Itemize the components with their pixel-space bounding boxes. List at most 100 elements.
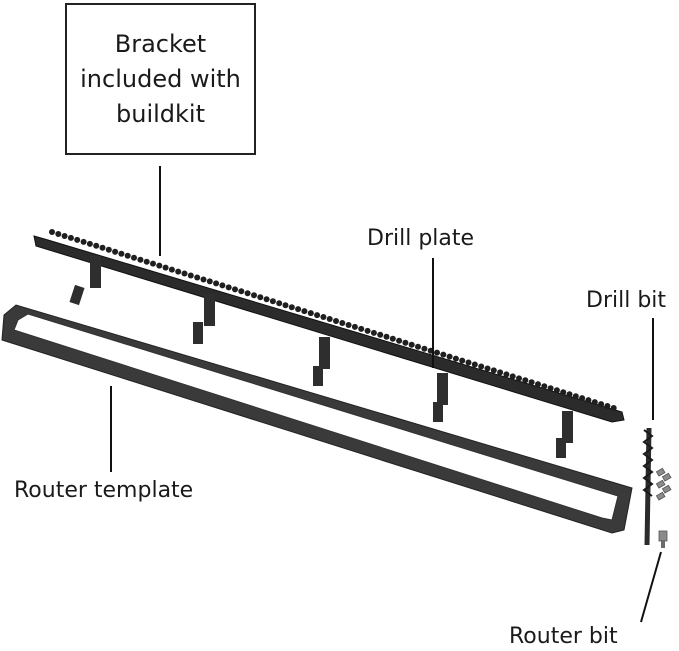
drill-plate-tooth (585, 397, 592, 404)
drill-plate-tooth (509, 373, 516, 380)
drill-plate-tooth (232, 286, 238, 293)
router-bit-part (658, 530, 668, 548)
drill-plate-tooth (307, 310, 314, 317)
drill-plate-tooth (610, 405, 617, 411)
drill-plate-tooth (269, 298, 276, 305)
drill-plate-tooth (314, 312, 321, 319)
drill-plate-tooth (131, 254, 137, 261)
drill-plate-tooth (383, 333, 390, 340)
drill-plate-tooth (219, 282, 226, 289)
drill-plate-tooth (301, 308, 308, 315)
drill-plate-tooth (238, 288, 245, 295)
drill-bit-label: Drill bit (586, 288, 667, 313)
drill-plate-tooth (251, 292, 257, 299)
drill-plate-tooth (168, 266, 175, 273)
drill-plate-tooth (333, 318, 339, 324)
drill-plate-tooth (80, 238, 87, 245)
drill-plate-tooth (547, 385, 554, 392)
drill-plate-part (33, 229, 625, 458)
router-bit-label: Router bit (509, 624, 618, 649)
drill-plate-tooth (162, 264, 169, 271)
drill-plate-tooth (288, 304, 295, 311)
drill-plate-tooth (225, 284, 232, 291)
drill-plate-leg (556, 411, 573, 458)
drill-plate-tooth (503, 371, 510, 378)
drill-plate-tooth (150, 260, 156, 267)
drill-plate-tooth (497, 369, 504, 376)
drill-plate-tooth (345, 322, 352, 328)
drill-plate-tooth (326, 316, 333, 322)
drill-plate-tooth (137, 256, 144, 263)
drill-plate-tooth (295, 306, 302, 313)
drill-plate-tooth (459, 357, 466, 364)
drill-plate-tooth (598, 401, 605, 408)
drill-plate-leg (69, 256, 101, 306)
drill-plate-tooth (156, 262, 163, 269)
drill-plate-tooth (377, 331, 384, 338)
drill-bit-part (642, 427, 672, 546)
drill-plate-tooth (339, 320, 346, 326)
drill-plate-tooth (396, 337, 403, 344)
drill-plate-tooth (572, 393, 579, 400)
drill-plate-tooth (591, 399, 598, 406)
drill-plate-tooth (244, 290, 251, 297)
drill-plate-tooth (490, 367, 497, 374)
drill-plate-tooth (213, 280, 220, 287)
drill-plate-tooth (61, 233, 68, 239)
drill-plate-tooth (528, 379, 535, 386)
drill-plate-tooth (358, 325, 365, 332)
drill-plate-tooth (276, 300, 283, 307)
drill-plate-tooth (67, 234, 74, 241)
drill-plate-tooth (415, 343, 421, 350)
drill-plate-tooth (553, 387, 560, 394)
drill-plate-tooth (560, 389, 567, 396)
drill-plate-tooth (175, 268, 182, 275)
drill-plate-tooth (478, 363, 485, 370)
drill-plate-tooth (263, 296, 270, 303)
drill-plate-tooth (579, 395, 586, 402)
drill-plate-tooth (194, 274, 201, 281)
bracket-callout-text: Bracket included with buildkit (80, 29, 241, 128)
drill-plate-tooth (200, 276, 207, 283)
drill-plate-tooth (93, 242, 100, 249)
drill-plate-leg (433, 373, 448, 422)
drill-plate-tooth (124, 252, 131, 259)
drill-plate-tooth (118, 250, 125, 257)
drill-plate-tooth (402, 339, 409, 346)
router-template-part (1, 304, 633, 534)
drill-plate-tooth (465, 359, 472, 366)
drill-plate-tooth (446, 353, 453, 360)
drill-plate-tooth (370, 329, 377, 336)
bracket-callout: Bracket included with buildkit (65, 3, 256, 155)
drill-plate-tooth (522, 377, 529, 384)
drill-plate-tooth (282, 302, 289, 309)
drill-plate-tooth (452, 355, 459, 362)
drill-plate-tooth (257, 294, 264, 301)
drill-plate-tooth (99, 244, 106, 251)
drill-plate-tooth (484, 365, 491, 372)
drill-plate-tooth (320, 314, 327, 320)
drill-plate-tooth (541, 383, 548, 390)
drill-plate-tooth (74, 236, 81, 243)
drill-plate-tooth (604, 403, 611, 409)
drill-plate-label: Drill plate (367, 226, 475, 251)
drill-plate-tooth (105, 246, 112, 253)
drill-plate-tooth (566, 391, 573, 398)
drill-plate-tooth (364, 327, 371, 334)
drill-plate-tooth (408, 341, 415, 348)
drill-plate-tooth (206, 278, 213, 285)
drill-plate-tooth (440, 351, 447, 358)
drill-plate-tooth (143, 258, 150, 265)
drill-plate-tooth (187, 272, 194, 279)
leader-lines (110, 166, 662, 623)
drill-plate-tooth (181, 270, 188, 277)
drill-plate-leg (313, 337, 330, 386)
drill-plate-tooth (389, 335, 396, 342)
drill-plate-tooth (471, 361, 478, 368)
drill-plate-tooth (535, 381, 541, 388)
drill-plate-tooth (112, 248, 119, 255)
router-template-label: Router template (14, 478, 194, 503)
drill-plate-tooth (55, 231, 62, 237)
